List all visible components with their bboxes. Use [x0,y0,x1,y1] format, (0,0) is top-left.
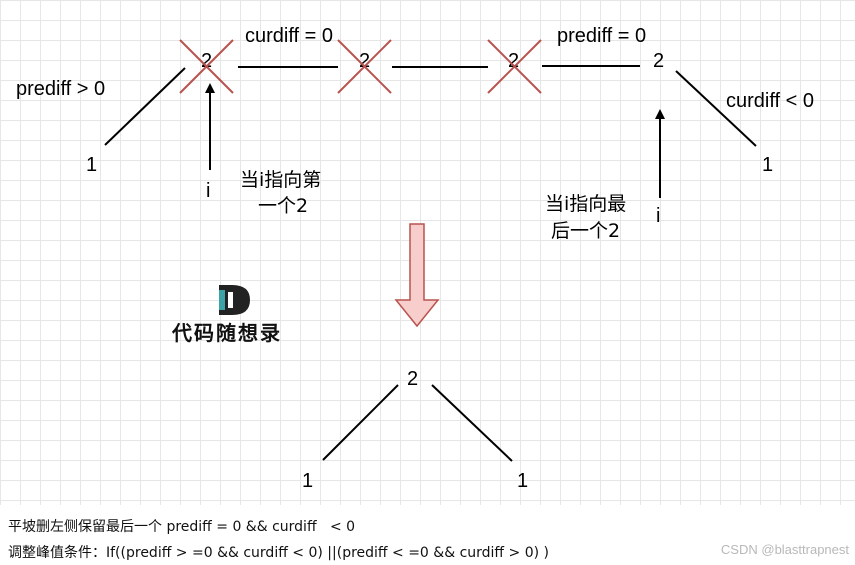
caption-right-line2: 后一个2 [551,220,620,242]
note-peak-condition: 调整峰值条件：If((prediff > =0 && curdiff < 0) … [8,545,549,561]
note-flat-rule: 平坡删左侧保留最后一个 prediff = 0 && curdiff < 0 [8,519,356,535]
remove-cross-2 [337,39,392,94]
top-node-value-1: 2 [201,50,212,72]
label-curdiff-eq0: curdiff = 0 [245,25,333,47]
top-node-value-2: 2 [359,50,370,72]
result-peak-value: 2 [407,368,418,390]
top-node-value-4: 2 [653,50,664,72]
top-node-value-3: 2 [508,50,519,72]
top-right-value: 1 [762,154,773,176]
diagram-canvas: 1 2 2 2 2 1 prediff > 0 curdiff = 0 pred… [0,0,855,505]
edge-result-fall [431,384,513,462]
remove-cross-3 [487,39,542,94]
remove-cross-1 [179,39,234,94]
label-prediff-gt0: prediff > 0 [16,78,105,100]
logo: 代码随想录 [171,285,282,345]
logo-text: 代码随想录 [171,321,282,345]
result-left-value: 1 [302,470,313,492]
diagram-svg: 1 2 2 2 2 1 prediff > 0 curdiff = 0 pred… [16,25,814,492]
transform-down-arrow [394,223,440,328]
caption-left-line2: 一个2 [258,195,308,217]
caption-left-line1: 当i指向第 [240,169,321,191]
pointer-label-right: i [656,205,660,227]
pointer-label-left: i [206,180,210,202]
edge-result-rise [322,384,399,461]
label-prediff-eq0: prediff = 0 [557,25,646,47]
edge-rise-left [104,67,186,146]
edge-fall-right [675,70,757,147]
caption-right-line1: 当i指向最 [545,193,626,215]
result-right-value: 1 [517,470,528,492]
label-curdiff-lt0: curdiff < 0 [726,90,814,112]
watermark: CSDN @blasttrapnest [720,542,849,557]
logo-mark [219,285,250,315]
top-left-value: 1 [86,154,97,176]
